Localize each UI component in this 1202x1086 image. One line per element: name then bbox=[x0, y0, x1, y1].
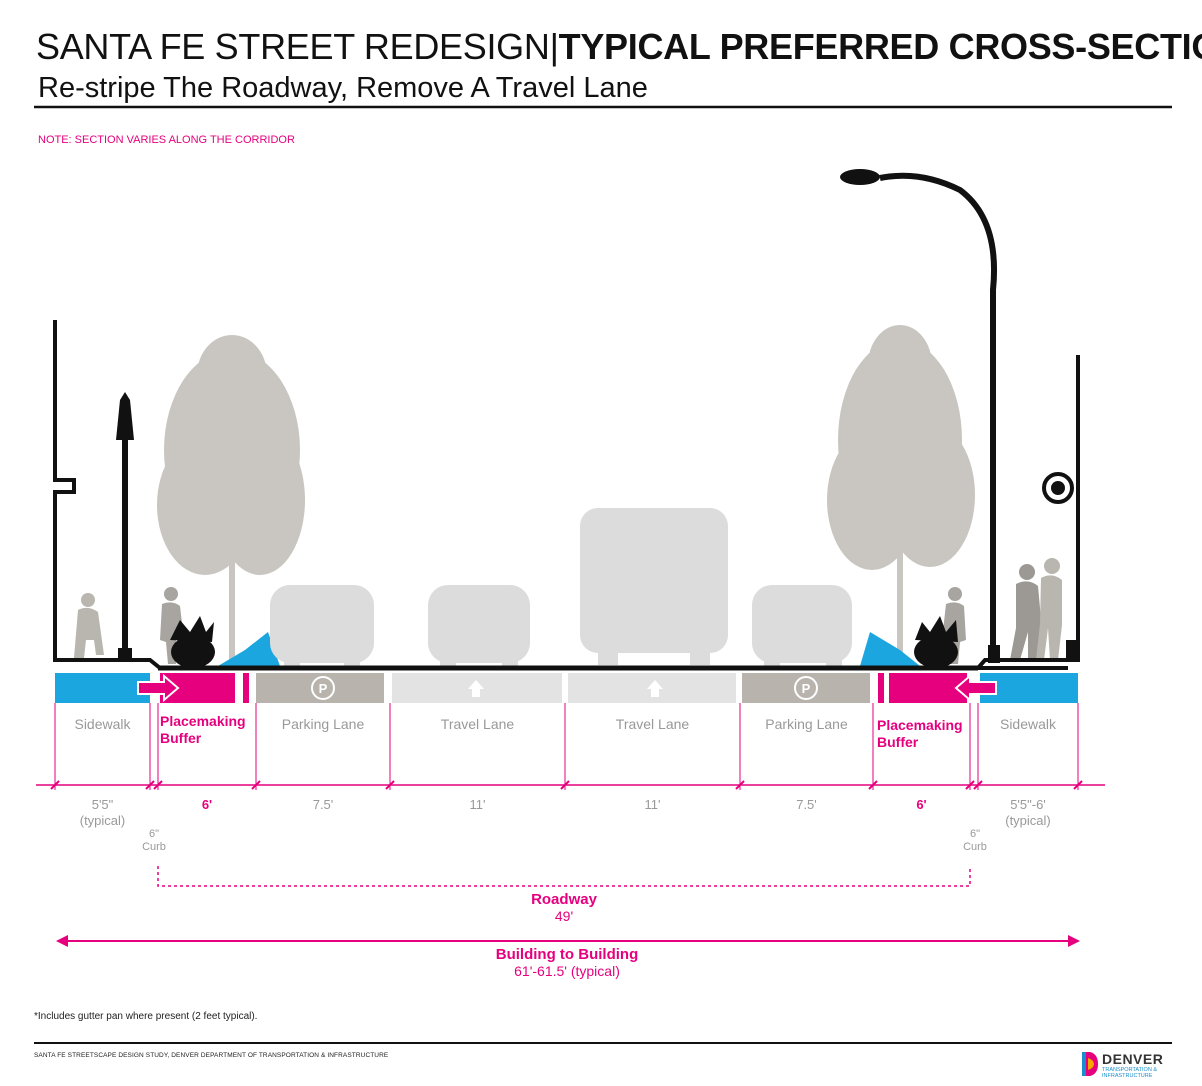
arrow-right-icon bbox=[137, 673, 180, 703]
width-buffer-left: 6' bbox=[201, 797, 213, 812]
title-part2: TYPICAL PREFERRED CROSS-SECTION bbox=[558, 26, 1202, 67]
pedestrian-left-buffer bbox=[160, 587, 184, 664]
curb-right: 6"Curb bbox=[955, 828, 995, 854]
planter-wedge-right bbox=[860, 632, 920, 666]
building-value: 61'-61.5' (typical) bbox=[514, 963, 620, 979]
planter-right bbox=[914, 616, 958, 668]
strip-buffer-right bbox=[889, 673, 967, 703]
arrow-left-icon bbox=[954, 673, 997, 703]
curb-left: 6"Curb bbox=[134, 828, 174, 854]
segment-label-sidewalk-left: Sidewalk bbox=[74, 716, 131, 732]
tree-left bbox=[157, 335, 305, 665]
title-separator: | bbox=[549, 26, 559, 67]
pedestrian-right-sidewalk-2 bbox=[1036, 558, 1062, 660]
curb-left-label: Curb bbox=[142, 841, 166, 853]
arrow-up-icon bbox=[647, 680, 663, 697]
segment-label-travel-2: Travel Lane bbox=[615, 716, 690, 732]
footnote: *Includes gutter pan where present (2 fe… bbox=[34, 1011, 258, 1022]
roadway-bracket bbox=[157, 866, 971, 887]
width-parking-left: 7.5' bbox=[312, 797, 334, 812]
curb-right-width: 6" bbox=[969, 828, 981, 840]
width-sidewalk-right: 5'5"-6'(typical) bbox=[978, 797, 1078, 829]
segment-label-travel-1: Travel Lane bbox=[440, 716, 515, 732]
dimension-ticks bbox=[50, 780, 1083, 790]
denver-mark-icon bbox=[1082, 1052, 1098, 1076]
width-travel-1: 11' bbox=[469, 797, 486, 812]
corridor-note: NOTE: SECTION VARIES ALONG THE CORRIDOR bbox=[38, 134, 295, 146]
buffer-left-line2: Buffer bbox=[160, 730, 202, 746]
width-sidewalk-left-value: 5'5" bbox=[91, 797, 114, 812]
planter-wedge-left bbox=[218, 632, 280, 666]
car-right bbox=[752, 585, 852, 667]
car-center bbox=[428, 585, 530, 667]
width-sidewalk-left: 5'5"(typical) bbox=[55, 797, 150, 829]
segment-label-sidewalk-right: Sidewalk bbox=[999, 716, 1057, 732]
width-sidewalk-left-note: (typical) bbox=[79, 813, 126, 828]
truck-center bbox=[580, 508, 728, 665]
svg-text:P: P bbox=[802, 681, 811, 696]
buffer-left-line1: Placemaking bbox=[160, 713, 246, 729]
roadway-label: Roadway bbox=[531, 891, 597, 908]
pedestrian-light-left bbox=[116, 392, 134, 662]
logo-word: DENVER bbox=[1102, 1051, 1164, 1067]
segment-dividers bbox=[54, 703, 1079, 790]
car-left bbox=[270, 585, 374, 667]
pedestrian-right-sidewalk-1 bbox=[1010, 564, 1042, 660]
tree-right bbox=[827, 325, 975, 665]
building-label: Building to Building bbox=[495, 946, 639, 963]
credit-line: SANTA FE STREETSCAPE DESIGN STUDY, DENVE… bbox=[34, 1052, 389, 1059]
arrow-up-icon bbox=[468, 680, 484, 697]
street-profile bbox=[53, 320, 1080, 670]
building-arrow bbox=[56, 935, 1080, 947]
strip-sidewalk-left bbox=[55, 673, 150, 703]
buffer-right-line1: Placemaking bbox=[877, 717, 963, 733]
page-title: SANTA FE STREET REDESIGN|TYPICAL PREFERR… bbox=[36, 26, 1202, 68]
page-subtitle: Re-stripe The Roadway, Remove A Travel L… bbox=[38, 72, 648, 104]
street-light-right bbox=[840, 169, 1000, 663]
building-step-right bbox=[1066, 640, 1078, 660]
svg-text:P: P bbox=[319, 681, 328, 696]
width-buffer-right: 6' bbox=[916, 797, 927, 812]
denver-logo: DENVER TRANSPORTATION & INFRASTRUCTURE bbox=[1080, 1050, 1190, 1080]
pedestrian-left-sidewalk bbox=[74, 593, 104, 658]
buffer-right-line2: Buffer bbox=[877, 734, 919, 750]
segment-label-parking-right: Parking Lane bbox=[765, 716, 848, 732]
planter-left bbox=[170, 616, 215, 668]
segment-label-parking-left: Parking Lane bbox=[281, 716, 365, 732]
parking-icon: P bbox=[794, 676, 818, 700]
parking-icon: P bbox=[311, 676, 335, 700]
curb-left-width: 6" bbox=[148, 828, 160, 840]
segment-strip bbox=[55, 673, 1078, 703]
roadway-value: 49' bbox=[554, 908, 574, 924]
title-part1: SANTA FE STREET REDESIGN bbox=[36, 26, 550, 67]
width-sidewalk-right-value: 5'5"-6' bbox=[1010, 797, 1046, 812]
width-sidewalk-right-note: (typical) bbox=[1005, 813, 1051, 828]
width-travel-2: 11' bbox=[644, 797, 661, 812]
width-parking-right: 7.5' bbox=[796, 797, 817, 812]
logo-subtext: TRANSPORTATION & INFRASTRUCTURE bbox=[1102, 1067, 1158, 1079]
curb-right-label: Curb bbox=[963, 841, 987, 853]
